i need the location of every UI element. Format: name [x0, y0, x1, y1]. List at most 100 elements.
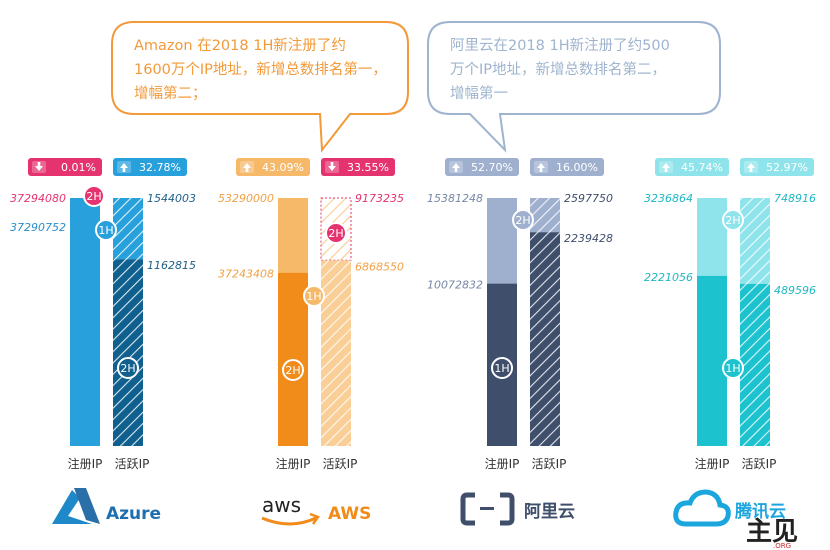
registered-1h-value: 37243408 — [218, 268, 274, 281]
growth-badge: 16.00% — [530, 158, 604, 176]
bubble-line: 阿里云在2018 1H新注册了约500 — [450, 37, 670, 54]
aliyun-logo-text: 阿里云 — [524, 502, 575, 522]
registered-bar-1h — [70, 198, 100, 446]
registered-ip-label: 注册IP — [276, 456, 311, 471]
aliyun-logo: 阿里云 — [460, 492, 575, 526]
arrow-up-icon — [243, 163, 251, 172]
active-bar-2h — [113, 198, 143, 260]
aws-logo-text: AWS — [328, 504, 371, 524]
growth-badge: 45.74% — [655, 158, 729, 176]
registered-bar-2h — [278, 198, 308, 273]
arrow-up-icon — [120, 163, 128, 172]
speech-bubble-1: Amazon 在2018 1H新注册了约1600万个IP地址，新增总数排名第一，… — [111, 21, 409, 153]
growth-value: 43.09% — [262, 161, 304, 174]
registered-ip-label: 注册IP — [485, 456, 520, 471]
registered-bar-2h — [697, 198, 727, 276]
active-1h-value: 489596 — [774, 284, 816, 297]
active-2h-value: 9173235 — [355, 192, 404, 205]
half-marker: 2H — [117, 357, 139, 379]
active-2h-value: 2597750 — [564, 192, 613, 205]
arrow-up-icon — [452, 163, 460, 172]
active-1h-value: 1162815 — [147, 259, 196, 272]
growth-badge: 52.70% — [445, 158, 519, 176]
half-marker: 2H — [83, 185, 105, 207]
growth-badge: 33.55% — [321, 158, 395, 176]
active-ip-label: 活跃IP — [532, 457, 567, 471]
half-label: 2H — [86, 190, 101, 203]
active-1h-value: 6868550 — [355, 260, 404, 273]
half-marker: 1H — [491, 357, 513, 379]
bar-group-4: 45.74% 52.97% 3236864 2221056 748916 489596 2H… — [644, 158, 816, 471]
half-label: 2H — [515, 214, 530, 227]
half-label: 1H — [98, 224, 113, 237]
watermark-text: 主见 — [746, 517, 798, 547]
growth-badge: 43.09% — [236, 158, 310, 176]
half-marker: 1H — [95, 219, 117, 241]
half-marker: 2H — [325, 222, 347, 244]
aws-wordmark: aws — [262, 493, 301, 517]
aliyun-icon — [460, 492, 475, 526]
arrow-up-icon — [662, 163, 670, 172]
bar-group-3: 52.70% 16.00% 15381248 10072832 2597750 22394… — [427, 158, 613, 471]
registered-bar-1h — [697, 275, 727, 446]
active-bar-2h — [740, 198, 770, 284]
registered-1h-value: 10072832 — [427, 279, 483, 292]
half-label: 1H — [306, 290, 321, 303]
growth-value: 52.70% — [471, 161, 513, 174]
half-label: 2H — [328, 227, 343, 240]
arrow-down-icon — [35, 162, 43, 171]
arrow-up-icon — [747, 163, 755, 172]
tencent-cloud-logo: 腾讯云 — [673, 489, 786, 527]
active-bar-1h — [530, 232, 560, 446]
bubble-line: 增幅第二； — [134, 84, 207, 102]
bar-group-1: 0.01% 32.78% 37294080 37290752 1544003 116281… — [10, 158, 196, 471]
active-bar-2h — [530, 198, 560, 233]
half-marker: 2H — [722, 209, 744, 231]
bubble-line: 增幅第一 — [450, 84, 508, 102]
speech-bubble-2: 阿里云在2018 1H新注册了约500 万个IP地址，新增总数排名第二， 增幅第一 — [427, 21, 721, 153]
half-label: 1H — [725, 362, 740, 375]
half-marker: 2H — [512, 209, 534, 231]
active-ip-label: 活跃IP — [323, 457, 358, 471]
tencent-cloud-icon — [673, 489, 731, 527]
registered-2h-value: 37294080 — [10, 192, 66, 205]
growth-badge: 32.78% — [113, 158, 187, 176]
registered-bar-2h — [487, 198, 517, 284]
half-label: 2H — [120, 362, 135, 375]
growth-value: 45.74% — [681, 161, 723, 174]
bubble-outline — [427, 21, 721, 153]
active-2h-value: 748916 — [774, 192, 816, 205]
registered-ip-label: 注册IP — [695, 456, 730, 471]
active-ip-label: 活跃IP — [115, 457, 150, 471]
bubble-line: 万个IP地址，新增总数排名第二， — [450, 60, 666, 78]
half-marker: 1H — [722, 357, 744, 379]
growth-badge: 0.01% — [28, 158, 102, 176]
growth-value: 0.01% — [61, 161, 96, 174]
registered-1h-value: 37290752 — [10, 221, 66, 234]
tencent-logo-text: 腾讯云 — [735, 501, 786, 522]
bar-group-2: 43.09%33.55%5329000037243408917323568685… — [218, 158, 404, 471]
bubble-line: 1600万个IP地址，新增总数排名第一， — [134, 60, 387, 78]
growth-badge: 52.97% — [740, 158, 814, 176]
active-2h-value: 1544003 — [147, 192, 196, 205]
aws-smile-icon — [261, 516, 317, 526]
growth-value: 32.78% — [139, 161, 181, 174]
half-marker: 1H — [303, 285, 325, 307]
half-label: 2H — [285, 364, 300, 377]
active-ip-label: 活跃IP — [742, 457, 777, 471]
registered-2h-value: 3236864 — [644, 192, 693, 205]
azure-icon — [52, 490, 92, 524]
watermark-sub: .ORG — [773, 542, 791, 550]
aws-logo: aws AWS — [261, 493, 371, 526]
half-label: 2H — [725, 214, 740, 227]
site-watermark: 主见.ORG — [746, 517, 798, 550]
azure-logo-text: Azure — [106, 504, 161, 524]
bubble-outline — [111, 21, 409, 153]
active-1h-value: 2239428 — [564, 232, 613, 245]
active-bar-1h — [321, 260, 351, 446]
registered-2h-value: 15381248 — [427, 192, 483, 205]
arrow-down-icon — [328, 162, 336, 171]
growth-value: 33.55% — [347, 161, 389, 174]
registered-1h-value: 2221056 — [644, 271, 693, 284]
